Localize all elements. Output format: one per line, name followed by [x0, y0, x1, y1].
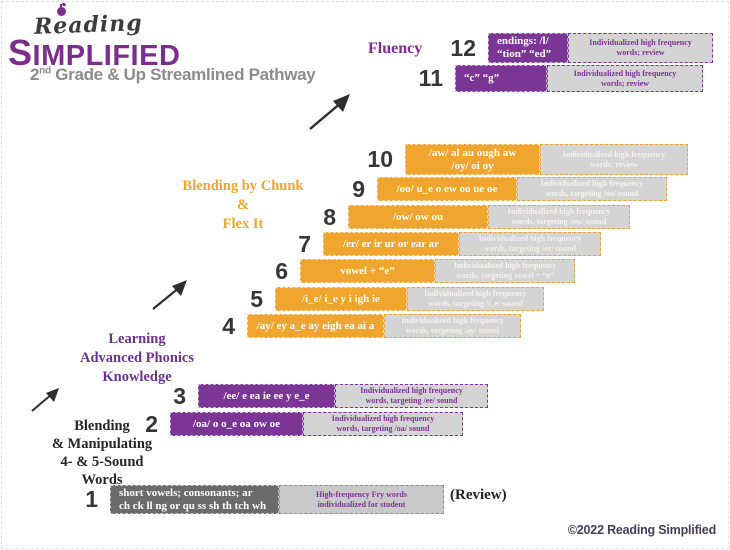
step-3-practice-box: Individualized high frequency words, tar… — [335, 384, 488, 408]
apple-icon — [57, 4, 66, 16]
step-1-practice-box: High-frequency Fry words individualized … — [279, 485, 444, 514]
logo-simplified-text: SIMPLIFIED — [8, 32, 181, 73]
step-11-skills-box: “c” “g” — [455, 65, 547, 92]
label-line: Words — [81, 472, 123, 489]
step-row-9: 9 /oo/ u_e o ew oo ue oe Individualized … — [333, 177, 667, 201]
step-12-skills-box: endings: /l/ “tion” “ed” — [488, 33, 568, 63]
step-7-practice-box: Individualized high frequency words, tar… — [459, 232, 601, 256]
step-row-6: 6 vowel + “e” Individualized high freque… — [256, 259, 575, 283]
step-row-4: 4 /ay/ ey a_e ay eigh ea ai a Individual… — [203, 314, 521, 338]
step-11-practice-box: Individualized high frequency words; rev… — [547, 65, 703, 92]
step-row-2: 2 /oa/ o o_e oa ow oe Individualized hig… — [126, 412, 463, 436]
step-6-number: 6 — [275, 257, 288, 284]
step-7-skills-box: /er/ er ir ur or ear ar — [323, 232, 459, 256]
step-12-number: 12 — [450, 34, 476, 61]
review-label: (Review) — [450, 487, 507, 503]
step-5-practice-box: Individualized high frequency words, tar… — [407, 287, 544, 311]
step-1-number: 1 — [85, 486, 98, 512]
step-row-10: 10 /aw/ al au ough aw /oy/ oi oy Individ… — [361, 144, 688, 175]
tagline-number: 2 — [30, 65, 40, 84]
step-4-practice-box: Individualized high frequency words, tar… — [384, 314, 521, 338]
step-3-number: 3 — [173, 382, 186, 409]
label-fluency: Fluency — [368, 40, 423, 57]
label-line: Learning — [108, 331, 166, 347]
step-5-number: 5 — [250, 285, 263, 312]
label-line: 4- & 5-Sound — [60, 454, 144, 471]
tagline-ordinal: nd — [39, 65, 51, 77]
step-row-5: 5 /i_e/ i_e y i igh ie Individualized hi… — [231, 287, 544, 311]
label-line: & Manipulating — [51, 436, 153, 453]
step-row-8: 8 /ow/ ow ou Individualized high frequen… — [304, 205, 630, 229]
step-6-skills-box: vowel + “e” — [300, 259, 435, 283]
step-8-practice-box: Individualized high frequency words, tar… — [488, 205, 630, 229]
up-arrow-icon — [152, 280, 187, 310]
step-3-skills-box: /ee/ e ea ie ee y e_e — [198, 384, 335, 408]
step-6-practice-box: Individualized high frequency words, tar… — [435, 259, 575, 283]
label-line: Flex It — [222, 215, 264, 232]
step-8-skills-box: /ow/ ow ou — [348, 205, 488, 229]
step-10-skills-box: /aw/ al au ough aw /oy/ oi oy — [405, 144, 540, 175]
step-2-practice-box: Individualized high frequency words, tar… — [303, 412, 463, 436]
step-7-number: 7 — [298, 230, 311, 257]
label-advanced-phonics: Learning Advanced Phonics Knowledge — [52, 330, 222, 387]
up-arrow-icon — [309, 94, 350, 130]
pathway-tagline: 2nd Grade & Up Streamlined Pathway — [30, 65, 316, 85]
step-8-number: 8 — [323, 203, 336, 230]
label-line: Blending — [74, 418, 130, 434]
step-1-skills-box: short vowels; consonants; ar ch ck ll ng… — [110, 485, 279, 514]
step-5-skills-box: /i_e/ i_e y i igh ie — [275, 287, 407, 311]
tagline-text: Grade & Up Streamlined Pathway — [50, 65, 316, 84]
step-4-skills-box: /ay/ ey a_e ay eigh ea ai a — [247, 314, 384, 338]
step-9-skills-box: /oo/ u_e o ew oo ue oe — [377, 177, 517, 201]
step-12-practice-box: Individualized high frequency words; rev… — [568, 33, 713, 63]
label-line: & — [236, 196, 250, 213]
step-11-number: 11 — [418, 65, 443, 91]
up-arrow-icon — [31, 388, 59, 412]
copyright-text: ©2022 Reading Simplified — [567, 523, 716, 537]
step-10-practice-box: Individualized high frequency words; rev… — [540, 144, 688, 175]
step-2-skills-box: /oa/ o o_e oa ow oe — [170, 412, 303, 436]
step-4-number: 4 — [222, 312, 235, 339]
label-blending-manipulating: Blending & Manipulating 4- & 5-Sound Wor… — [22, 417, 182, 490]
step-2-number: 2 — [145, 410, 158, 437]
step-9-practice-box: Individualized high frequency words, tar… — [517, 177, 667, 201]
label-line: Blending by Chunk — [182, 178, 304, 194]
step-row-1: 1 short vowels; consonants; ar ch ck ll … — [66, 485, 444, 514]
step-row-12: 12 endings: /l/ “tion” “ed” Individualiz… — [444, 33, 713, 63]
step-row-7: 7 /er/ er ir ur or ear ar Individualized… — [279, 232, 601, 256]
step-9-number: 9 — [352, 175, 365, 202]
label-blending-by-chunk: Blending by Chunk & Flex It — [168, 177, 318, 234]
label-line: Advanced Phonics — [79, 349, 194, 366]
step-row-11: 11 “c” “g” Individualized high frequency… — [411, 65, 703, 92]
label-line: Knowledge — [102, 368, 172, 385]
step-10-number: 10 — [367, 146, 393, 172]
step-row-3: 3 /ee/ e ea ie ee y e_e Individualized h… — [154, 384, 488, 408]
